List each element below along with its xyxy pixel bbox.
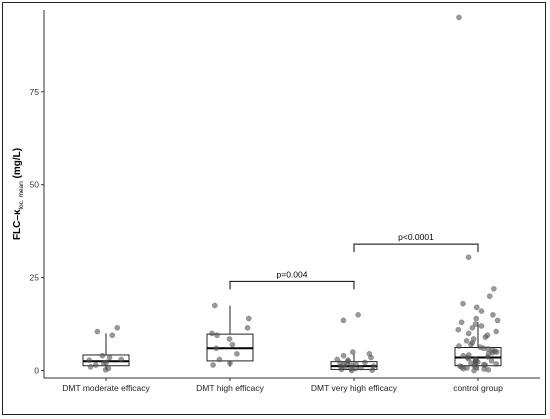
data-point [350, 349, 356, 355]
data-point [472, 321, 479, 327]
data-point [87, 364, 94, 370]
data-point [109, 332, 116, 339]
data-point [229, 341, 236, 348]
data-point [353, 361, 359, 367]
data-point [244, 325, 251, 331]
y-tick-label: 25 [30, 273, 40, 283]
data-point [490, 312, 496, 318]
data-point [481, 361, 487, 368]
data-point [358, 364, 364, 371]
data-point [106, 354, 113, 361]
data-point [209, 330, 215, 337]
data-point [99, 352, 106, 359]
data-point [337, 360, 343, 366]
data-point [484, 332, 491, 339]
y-axis-label: FLC–κloc. mean (mg/L) [12, 148, 25, 240]
data-point [92, 362, 99, 368]
x-tick-label: control group [453, 383, 503, 393]
data-point [245, 315, 252, 322]
data-point [86, 357, 92, 363]
y-axis-label-sub: loc. mean [18, 181, 25, 210]
data-point [470, 336, 477, 342]
data-point [477, 344, 483, 350]
data-point [460, 300, 466, 307]
data-point [473, 315, 480, 322]
data-point [465, 330, 472, 337]
data-point [216, 356, 223, 363]
data-point [214, 332, 220, 339]
data-point [491, 285, 497, 292]
data-point [494, 317, 501, 324]
y-axis-label-main: FLC–κ [12, 209, 23, 240]
data-point [460, 352, 467, 359]
y-tick-label: 75 [30, 87, 40, 97]
data-point [488, 358, 495, 364]
data-point [366, 351, 373, 357]
data-point [463, 338, 470, 344]
data-point [227, 360, 233, 366]
data-point [478, 323, 485, 329]
data-point [345, 357, 351, 363]
data-point [466, 352, 472, 358]
data-point [456, 14, 462, 21]
x-tick-label: DMT moderate efficacy [62, 383, 150, 393]
data-point [370, 363, 377, 369]
data-point [493, 328, 500, 335]
data-point [472, 356, 479, 363]
data-point [105, 365, 112, 372]
figure-frame [2, 2, 546, 415]
data-point [458, 319, 465, 326]
data-point [486, 293, 493, 300]
data-point [334, 356, 340, 363]
data-point [469, 325, 476, 331]
significance-label: p=0.004 [277, 269, 308, 279]
data-point [464, 365, 470, 371]
data-point [340, 352, 347, 359]
data-point [114, 325, 121, 331]
significance-bracket [353, 243, 479, 253]
data-point [456, 343, 462, 349]
x-tick-label: DMT very high efficacy [311, 383, 398, 393]
data-point [234, 351, 240, 357]
y-axis-label-unit: (mg/L) [12, 148, 23, 181]
data-point [465, 254, 472, 260]
data-point [118, 356, 124, 363]
data-point [473, 304, 480, 311]
data-point [210, 362, 216, 368]
data-point [212, 302, 218, 309]
data-point [493, 361, 500, 367]
x-tick-label: DMT high efficacy [196, 383, 264, 393]
significance-label: p<0.0001 [398, 232, 434, 242]
data-point [455, 326, 462, 333]
data-point [362, 359, 368, 366]
data-point [94, 328, 101, 335]
y-tick-label: 50 [30, 180, 40, 190]
significance-bracket [229, 280, 355, 290]
data-point [355, 312, 361, 318]
data-point [478, 308, 485, 314]
data-point [226, 336, 233, 342]
data-point [457, 363, 463, 369]
data-point [340, 317, 347, 324]
data-point [213, 345, 220, 352]
y-tick-label: 0 [34, 366, 39, 376]
data-point [103, 359, 110, 366]
